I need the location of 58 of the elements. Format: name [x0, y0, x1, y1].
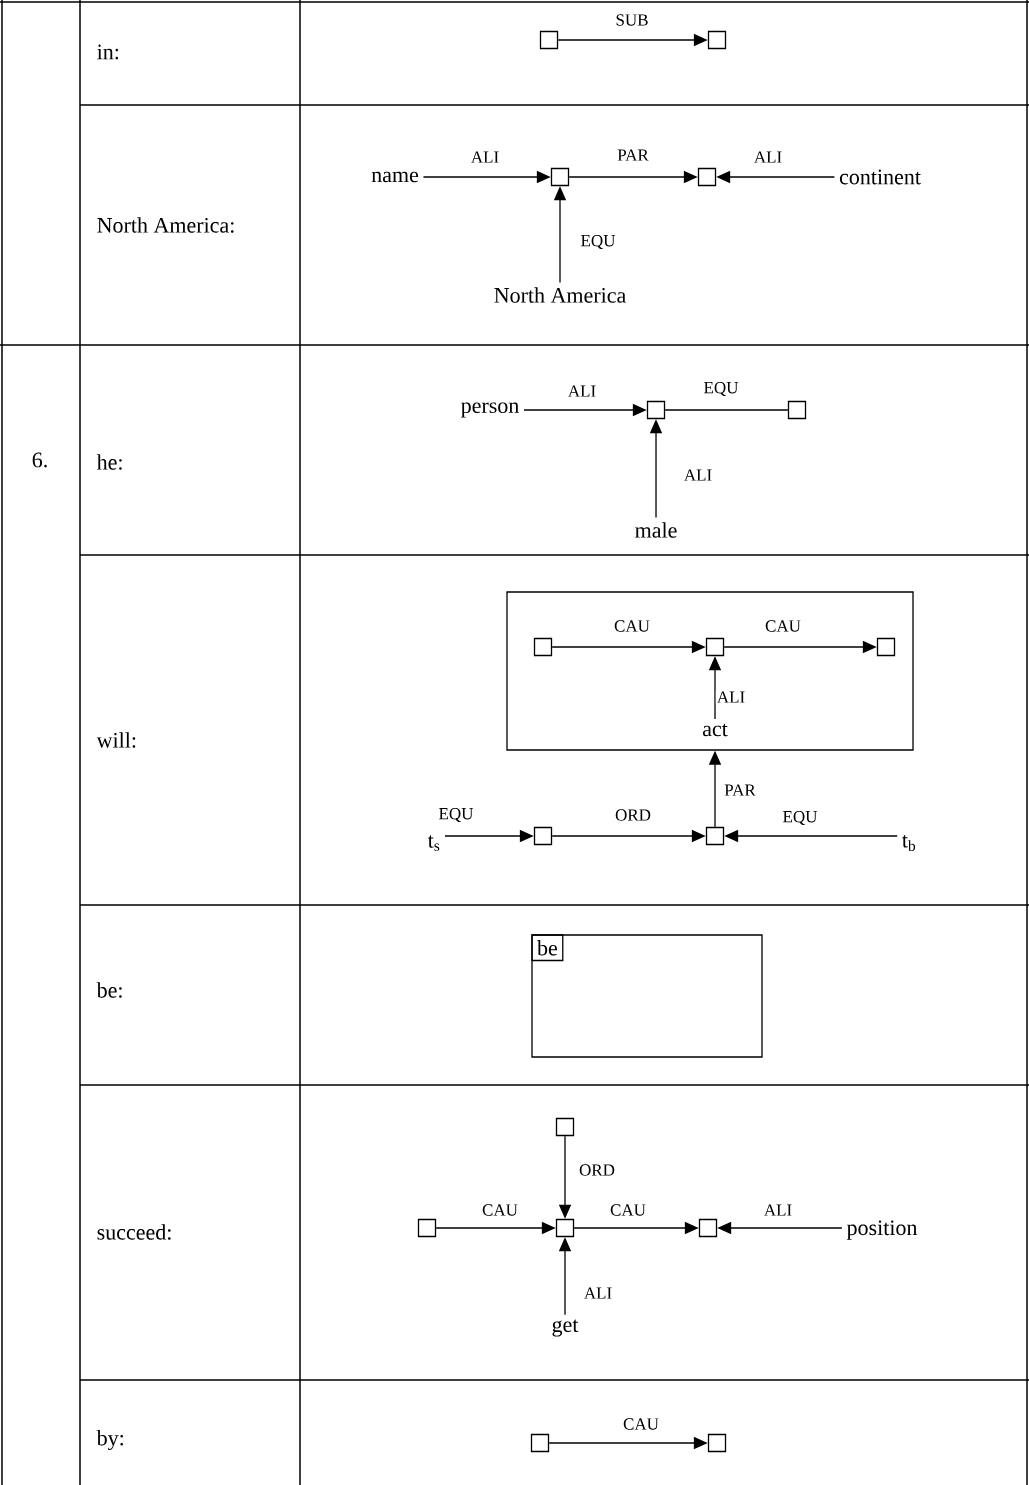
- concept-word: t$_{b}$: [902, 834, 916, 852]
- edge-label: ALI: [566, 384, 598, 398]
- concept-word: get: [552, 1319, 579, 1337]
- concept-box: [787, 400, 807, 420]
- edge-label: PAR: [723, 783, 757, 797]
- concept-box: [646, 400, 666, 420]
- edge-label: PAR: [616, 148, 650, 162]
- concept-word: person: [461, 402, 519, 418]
- edge-label: CAU: [764, 619, 802, 633]
- concept-word: continent: [839, 169, 921, 185]
- concept-box: [876, 637, 896, 657]
- edge-label: EQU: [781, 810, 819, 826]
- row-label: succeed:: [97, 1224, 171, 1240]
- edge-label: SUB: [614, 13, 650, 27]
- concept-word: North America: [494, 287, 626, 303]
- item-number: 6.: [32, 452, 47, 468]
- row-label: he:: [96, 454, 122, 470]
- row-label: North America:: [97, 217, 234, 233]
- edge-label: CAU: [622, 1417, 660, 1431]
- row-label: in:: [97, 44, 119, 60]
- row-label: will:: [96, 732, 136, 748]
- concept-box: [533, 637, 553, 657]
- concept-word: name: [371, 171, 419, 183]
- row-label: be:: [96, 982, 122, 998]
- concept-box: [550, 167, 570, 187]
- concept-word: t$_{s}$: [427, 835, 440, 851]
- edge-label: ALI: [582, 1286, 614, 1300]
- edge-label: CAU: [481, 1203, 519, 1217]
- concept-box: [417, 1218, 437, 1238]
- concept-word: male: [635, 522, 677, 538]
- edge-label: ALI: [762, 1203, 794, 1217]
- concept-box: [555, 1117, 575, 1137]
- concept-box: [539, 30, 559, 50]
- edge-label: ORD: [578, 1163, 616, 1177]
- concept-box: [530, 1433, 550, 1453]
- edge-label: CAU: [613, 619, 651, 633]
- row-label: by:: [96, 1430, 123, 1450]
- edge-label: CAU: [609, 1203, 647, 1217]
- concept-box: [533, 826, 553, 846]
- edge-label: EQU: [702, 381, 740, 397]
- edge-label: ORD: [614, 808, 652, 822]
- concept-box: [555, 1218, 575, 1238]
- concept-box: [697, 167, 717, 187]
- concept-box: [705, 637, 725, 657]
- concept-box: [698, 1218, 718, 1238]
- context-box: [506, 591, 914, 751]
- edge-label: ALI: [752, 150, 784, 164]
- edge-label: EQU: [437, 807, 475, 823]
- concept-word: act: [702, 723, 728, 737]
- concept-box: [705, 826, 725, 846]
- concept-box: [707, 1433, 727, 1453]
- edge-label: EQU: [579, 234, 617, 250]
- edge-label: ALI: [469, 150, 501, 164]
- concept-box: [707, 30, 727, 50]
- concept-word: position: [846, 1220, 918, 1240]
- edge-label: ALI: [682, 468, 714, 482]
- frame-box: be: [531, 934, 763, 1058]
- edge-label: ALI: [715, 690, 747, 704]
